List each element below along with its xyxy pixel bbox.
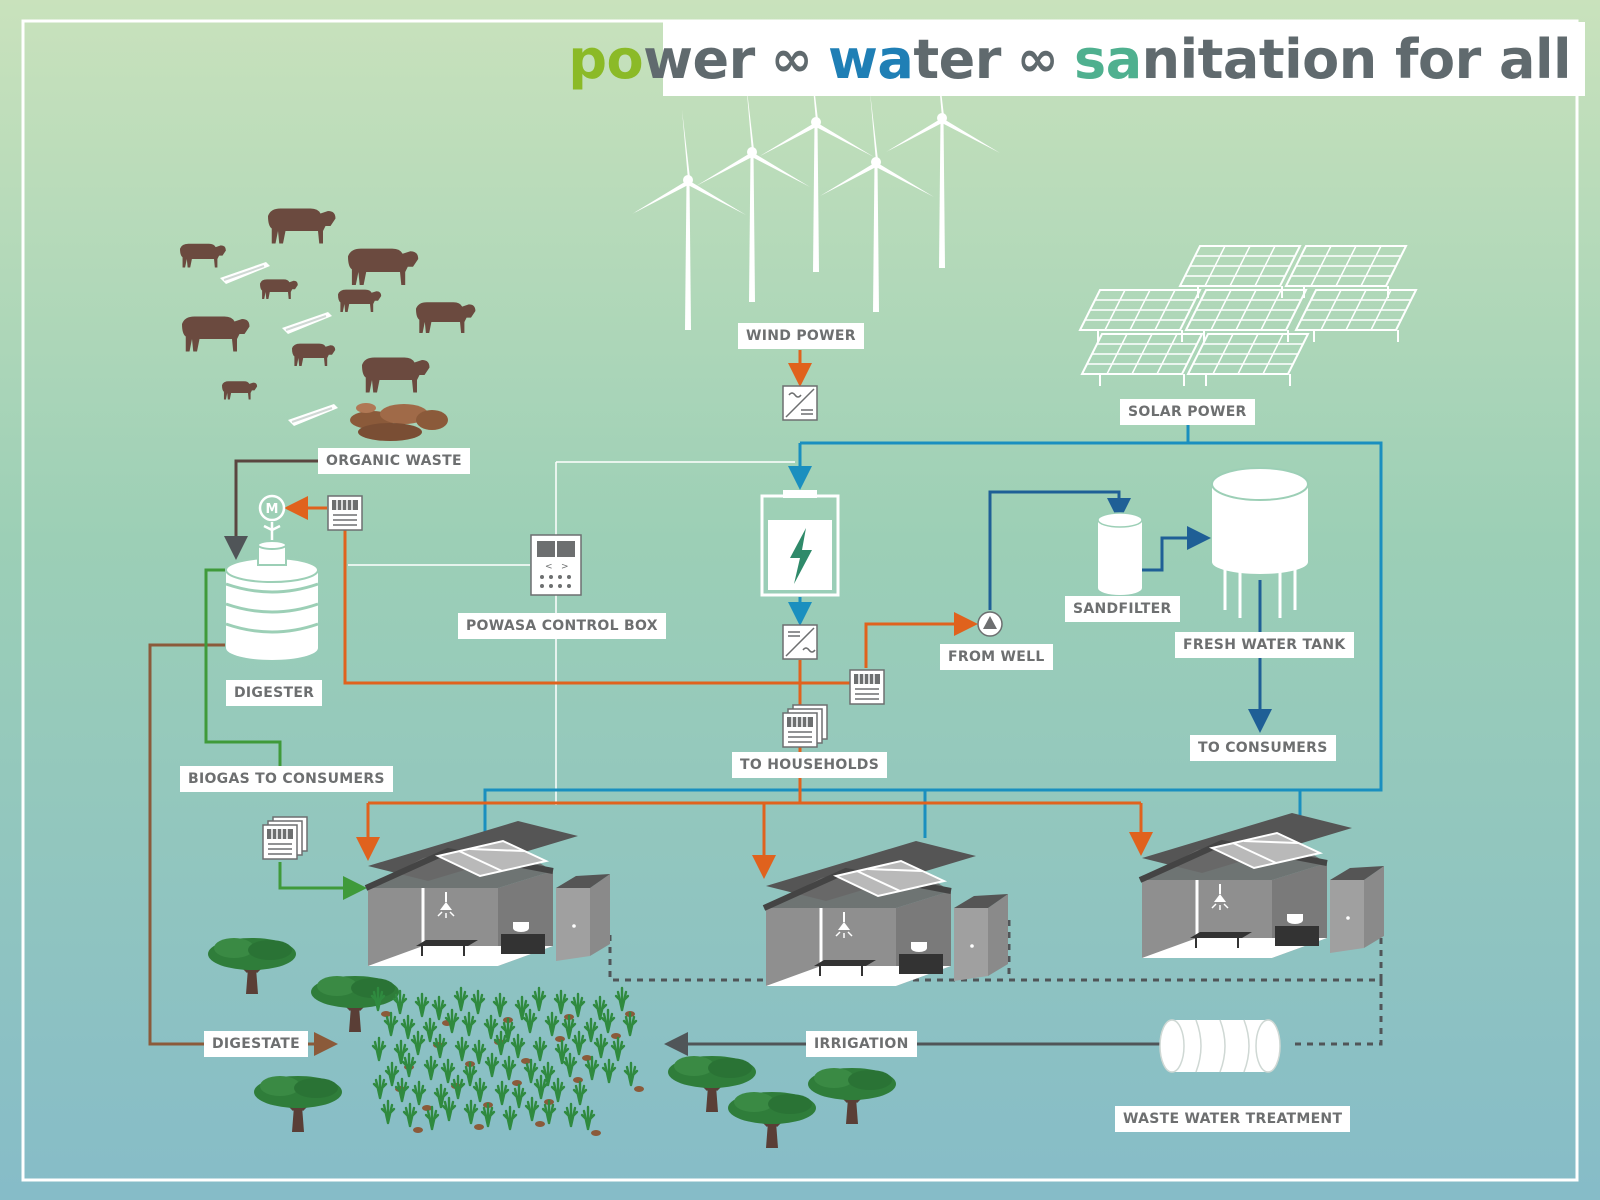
digestate-patch-icon	[591, 1130, 601, 1136]
title-power: power	[568, 27, 755, 91]
crop-field	[370, 986, 644, 1136]
label-to-households: TO HOUSEHOLDS	[732, 752, 888, 778]
waste-water-tank-icon	[1159, 1019, 1281, 1073]
title-power-rest: wer	[643, 27, 755, 91]
meter-stack-icon	[263, 817, 307, 859]
digestate-patch-icon	[422, 1105, 432, 1111]
label-waste-water-treatment: WASTE WATER TREATMENT	[1115, 1106, 1351, 1132]
digestate-patch-icon	[381, 1011, 391, 1017]
digestate-patch-icon	[611, 1033, 621, 1039]
digestate-patch-icon	[573, 1077, 583, 1083]
title-power-highlight: po	[568, 27, 644, 91]
page-title: power ∞ water ∞ sanitation for all	[568, 22, 1585, 96]
manure-pile-icon	[350, 403, 448, 441]
digestate-patch-icon	[555, 1036, 565, 1042]
meter-icon	[327, 495, 363, 531]
title-water: water	[828, 28, 1001, 91]
digestate-patch-icon	[474, 1124, 484, 1130]
digestate-patch-icon	[634, 1086, 644, 1092]
control-box-icon: < >	[530, 534, 582, 596]
battery-icon	[760, 490, 840, 597]
label-solar-power: SOLAR POWER	[1120, 399, 1255, 425]
label-biogas-to-consumers: BIOGAS TO CONSUMERS	[180, 766, 393, 792]
label-irrigation: IRRIGATION	[806, 1031, 917, 1057]
sandfilter-icon	[1097, 512, 1143, 595]
label-sandfilter: SANDFILTER	[1065, 596, 1180, 622]
biogas-digester-icon: M	[225, 494, 319, 660]
svg-text:M: M	[266, 502, 279, 517]
inverter-icon	[782, 624, 818, 660]
digestate-patch-icon	[512, 1080, 522, 1086]
inverter-icon	[782, 385, 818, 421]
digestate-patch-icon	[521, 1058, 531, 1064]
label-digestate: DIGESTATE	[204, 1031, 308, 1057]
digestate-patch-icon	[582, 1055, 592, 1061]
label-fresh-water-tank: FRESH WATER TANK	[1175, 632, 1354, 658]
digestate-patch-icon	[535, 1121, 545, 1127]
digestate-patch-icon	[413, 1127, 423, 1133]
svg-text:<: <	[545, 562, 553, 572]
label-from-well: FROM WELL	[940, 644, 1053, 670]
label-wind-power: WIND POWER	[738, 323, 864, 349]
pump-icon	[977, 611, 1003, 637]
svg-text:>: >	[561, 562, 569, 572]
label-digester: DIGESTER	[226, 680, 323, 706]
label-to-consumers: TO CONSUMERS	[1190, 735, 1336, 761]
title-water-highlight: wa	[827, 27, 914, 91]
title-sanitation-rest: nitation for all	[1141, 27, 1572, 91]
water-tank-icon	[1211, 467, 1309, 618]
title-water-rest: ter	[913, 27, 1001, 91]
infinity-icon: ∞	[770, 30, 813, 88]
title-sanitation-highlight: sa	[1074, 27, 1142, 91]
infinity-icon: ∞	[1016, 30, 1059, 88]
meter-stack-icon	[783, 705, 827, 747]
title-sanitation: sanitation for all	[1074, 28, 1571, 91]
label-organic-waste: ORGANIC WASTE	[318, 448, 470, 474]
label-powasa-control-box: POWASA CONTROL BOX	[458, 613, 666, 639]
meter-icon	[849, 669, 885, 705]
